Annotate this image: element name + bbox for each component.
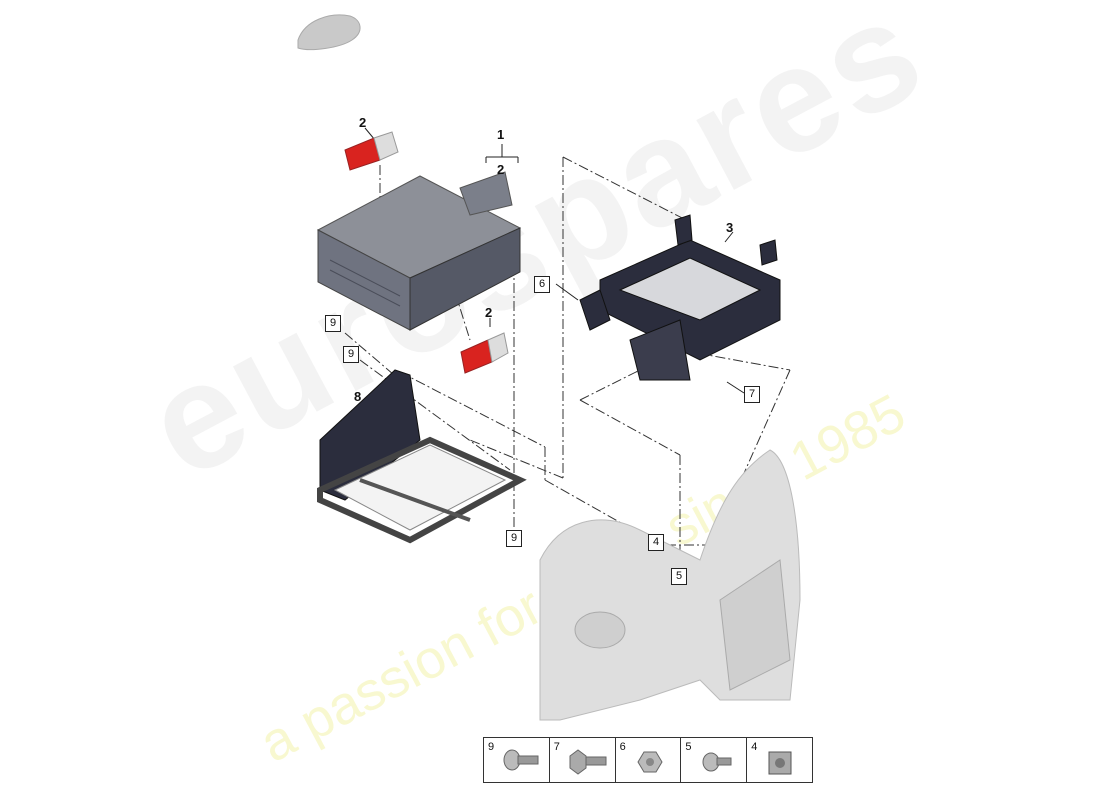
control-unit-part-1 xyxy=(316,171,522,331)
hex-bolt-icon xyxy=(569,749,607,775)
legend-number: 7 xyxy=(553,741,560,753)
car-thumbnail-icon xyxy=(297,14,361,51)
vehicle-body-section xyxy=(539,449,801,721)
callout-8: 8 xyxy=(354,389,362,404)
callout-2-bracket: 2 xyxy=(497,162,505,177)
legend-number: 5 xyxy=(685,741,692,753)
legend-number: 6 xyxy=(619,741,626,753)
legend-cell: 5 xyxy=(681,738,748,782)
warning-label-top xyxy=(344,131,399,171)
legend-number: 4 xyxy=(751,741,758,753)
legend-cell: 6 xyxy=(616,738,682,782)
legend-cell: 4 xyxy=(747,738,812,782)
boxed-callout-9: 9 xyxy=(343,346,359,363)
legend-number: 9 xyxy=(488,741,495,753)
fastener-legend: 9 7 6 5 xyxy=(483,737,813,783)
callout-1: 1 xyxy=(497,127,505,142)
clip-nut-icon xyxy=(768,751,792,775)
boxed-callout-5: 5 xyxy=(671,568,687,585)
callout-3: 3 xyxy=(726,220,734,235)
boxed-callout-9: 9 xyxy=(325,315,341,332)
warning-label-side xyxy=(460,332,509,374)
callout-2-side: 2 xyxy=(485,305,493,320)
legend-cell: 7 xyxy=(550,738,616,782)
legend-cell: 9 xyxy=(484,738,550,782)
boxed-callout-9: 9 xyxy=(506,530,522,547)
boxed-callout-7: 7 xyxy=(744,386,760,403)
mounting-bracket-part-3 xyxy=(579,214,781,381)
boxed-callout-4: 4 xyxy=(648,534,664,551)
screw-short-icon xyxy=(702,752,732,772)
mounting-bracket-part-8 xyxy=(317,369,527,544)
callout-2-top: 2 xyxy=(359,115,367,130)
screw-pan-head-icon xyxy=(503,749,539,771)
boxed-callout-6: 6 xyxy=(534,276,550,293)
hex-nut-icon xyxy=(637,751,663,773)
